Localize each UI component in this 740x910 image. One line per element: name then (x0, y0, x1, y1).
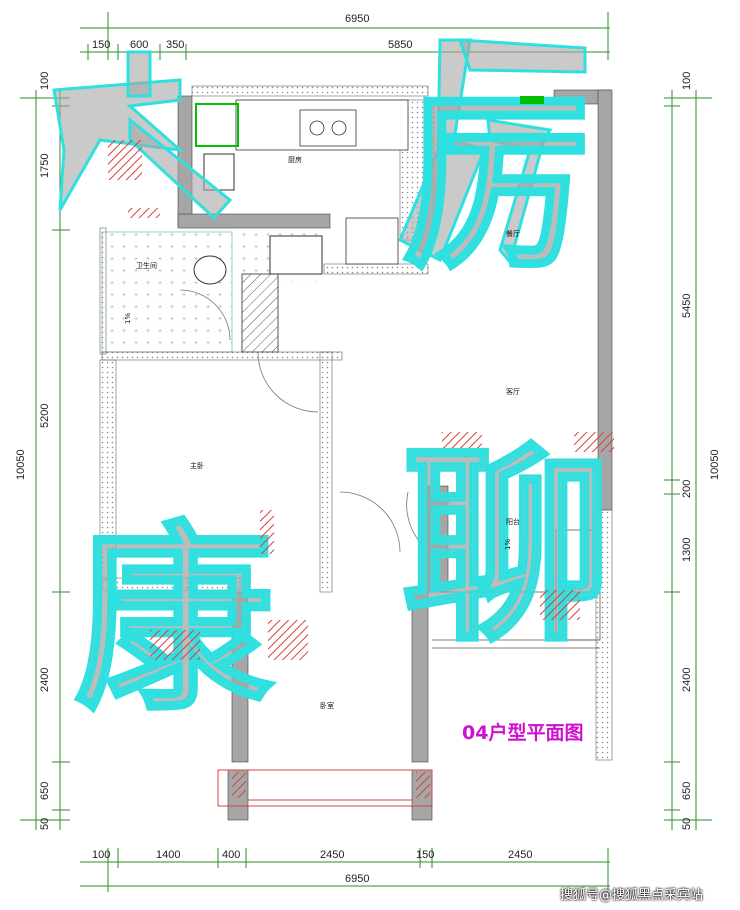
slope-balcony: 1% (504, 539, 512, 550)
right-dim-1: 100 (681, 72, 693, 90)
slope-bath: 1% (124, 313, 132, 324)
left-dim-4: 2400 (39, 668, 51, 692)
overlay-strokes (52, 38, 587, 266)
room-bathroom: 卫生间 (136, 261, 157, 270)
bottom-dim-2: 1400 (156, 849, 180, 861)
left-dim-2: 1750 (39, 154, 51, 178)
watermark: 搜狐号@搜狐黑点采宾站 (560, 888, 704, 903)
toilet (193, 255, 227, 285)
right-dim-7: 50 (681, 818, 693, 830)
bedroom-window (217, 769, 433, 807)
room-living: 客厅 (506, 387, 520, 396)
bottom-dimensions (80, 848, 610, 892)
room-bedroom: 卧室 (320, 701, 334, 710)
balcony-railing (432, 529, 601, 649)
bathroom-floor (101, 231, 233, 353)
vent-marker (520, 96, 544, 104)
bedroom-window-hatch (232, 772, 246, 798)
left-dim-texts: 100 1750 5200 2400 650 50 10050 (15, 72, 51, 830)
bottom-dim-1: 100 (92, 849, 110, 861)
basin (269, 235, 323, 275)
right-dim-2: 5450 (681, 294, 693, 318)
left-total-dim: 10050 (15, 449, 27, 480)
right-dim-texts: 100 5450 200 1300 2400 650 50 10050 (681, 72, 721, 830)
top-dim-2: 600 (130, 39, 148, 51)
right-dim-6: 650 (681, 782, 693, 800)
top-dim-4: 5850 (388, 39, 412, 51)
bottom-total-dim: 6950 (345, 873, 369, 885)
right-dim-4: 1300 (681, 538, 693, 562)
left-dim-3: 5200 (39, 404, 51, 428)
hatch-patches (108, 140, 614, 660)
bedroom-window-hatch-2 (416, 772, 430, 798)
left-dim-6: 50 (39, 818, 51, 830)
overlay-char-2: 康 (74, 505, 274, 738)
right-dim-3: 200 (681, 480, 693, 498)
top-dim-1: 150 (92, 39, 110, 51)
left-dim-5: 650 (39, 782, 51, 800)
room-balcony: 阳台 (506, 517, 520, 526)
left-dimensions (20, 90, 70, 830)
top-total-dim: 6950 (345, 13, 369, 25)
plan-title: 04户型平面图 (462, 722, 584, 744)
room-dining: 餐厅 (506, 229, 520, 238)
room-master-bedroom: 主卧 (190, 461, 204, 470)
left-dim-1: 100 (39, 72, 51, 90)
bottom-dim-4: 2450 (320, 849, 344, 861)
room-kitchen: 厨房 (288, 155, 302, 164)
overlay-char-3: 聊 (402, 425, 612, 670)
bottom-dim-5: 150 (416, 849, 434, 861)
bottom-dim-6: 2450 (508, 849, 532, 861)
overlay-char-1: 厉 (402, 74, 592, 295)
top-dim-3: 350 (166, 39, 184, 51)
fridge-outline (195, 103, 239, 147)
stair-hatch (241, 273, 279, 353)
kitchen-counter (235, 99, 409, 265)
door-swings (179, 289, 431, 553)
bottom-dim-3: 400 (222, 849, 240, 861)
right-dim-5: 2400 (681, 668, 693, 692)
right-total-dim: 10050 (709, 449, 721, 480)
right-dimensions (664, 90, 712, 830)
